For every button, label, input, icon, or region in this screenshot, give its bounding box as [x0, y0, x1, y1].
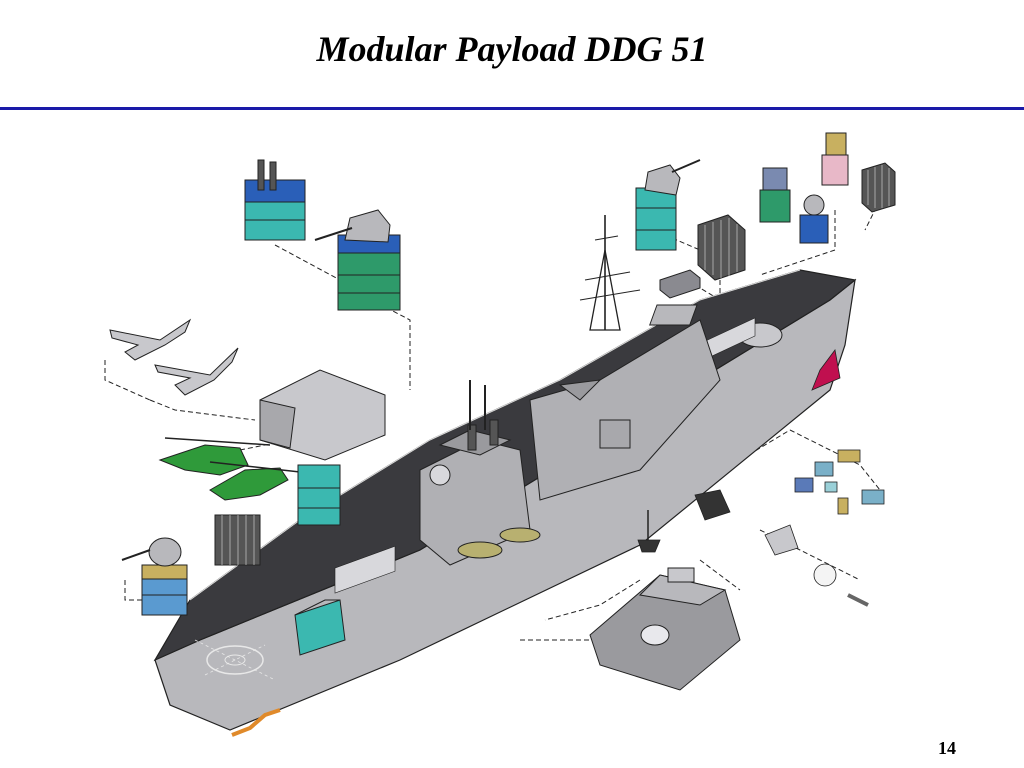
module-pink-gun: [821, 132, 849, 186]
module-gun-turret-right: [635, 159, 701, 251]
deckhouse-module: [589, 567, 741, 691]
module-teal-left: [297, 464, 341, 526]
module-grid-right: [861, 162, 896, 213]
sensor-cluster: [637, 449, 885, 607]
module-grid-left: [214, 514, 261, 566]
uav-aircraft: [109, 318, 239, 396]
hangar-module: [259, 369, 386, 461]
module-radar-left: [121, 537, 188, 616]
title-divider: [0, 107, 1024, 110]
module-rectangular-box: [659, 269, 701, 299]
page-number: 14: [938, 738, 956, 758]
module-grid-center: [697, 214, 746, 281]
slide-title: Modular Payload DDG 51: [316, 29, 708, 69]
module-twin-launcher: [244, 159, 306, 241]
helicopters: [158, 437, 301, 501]
module-launcher-green: [759, 167, 791, 223]
module-gun-turret-left: [314, 209, 401, 311]
superstructure: [419, 215, 721, 566]
module-ciws-blue: [799, 194, 829, 244]
